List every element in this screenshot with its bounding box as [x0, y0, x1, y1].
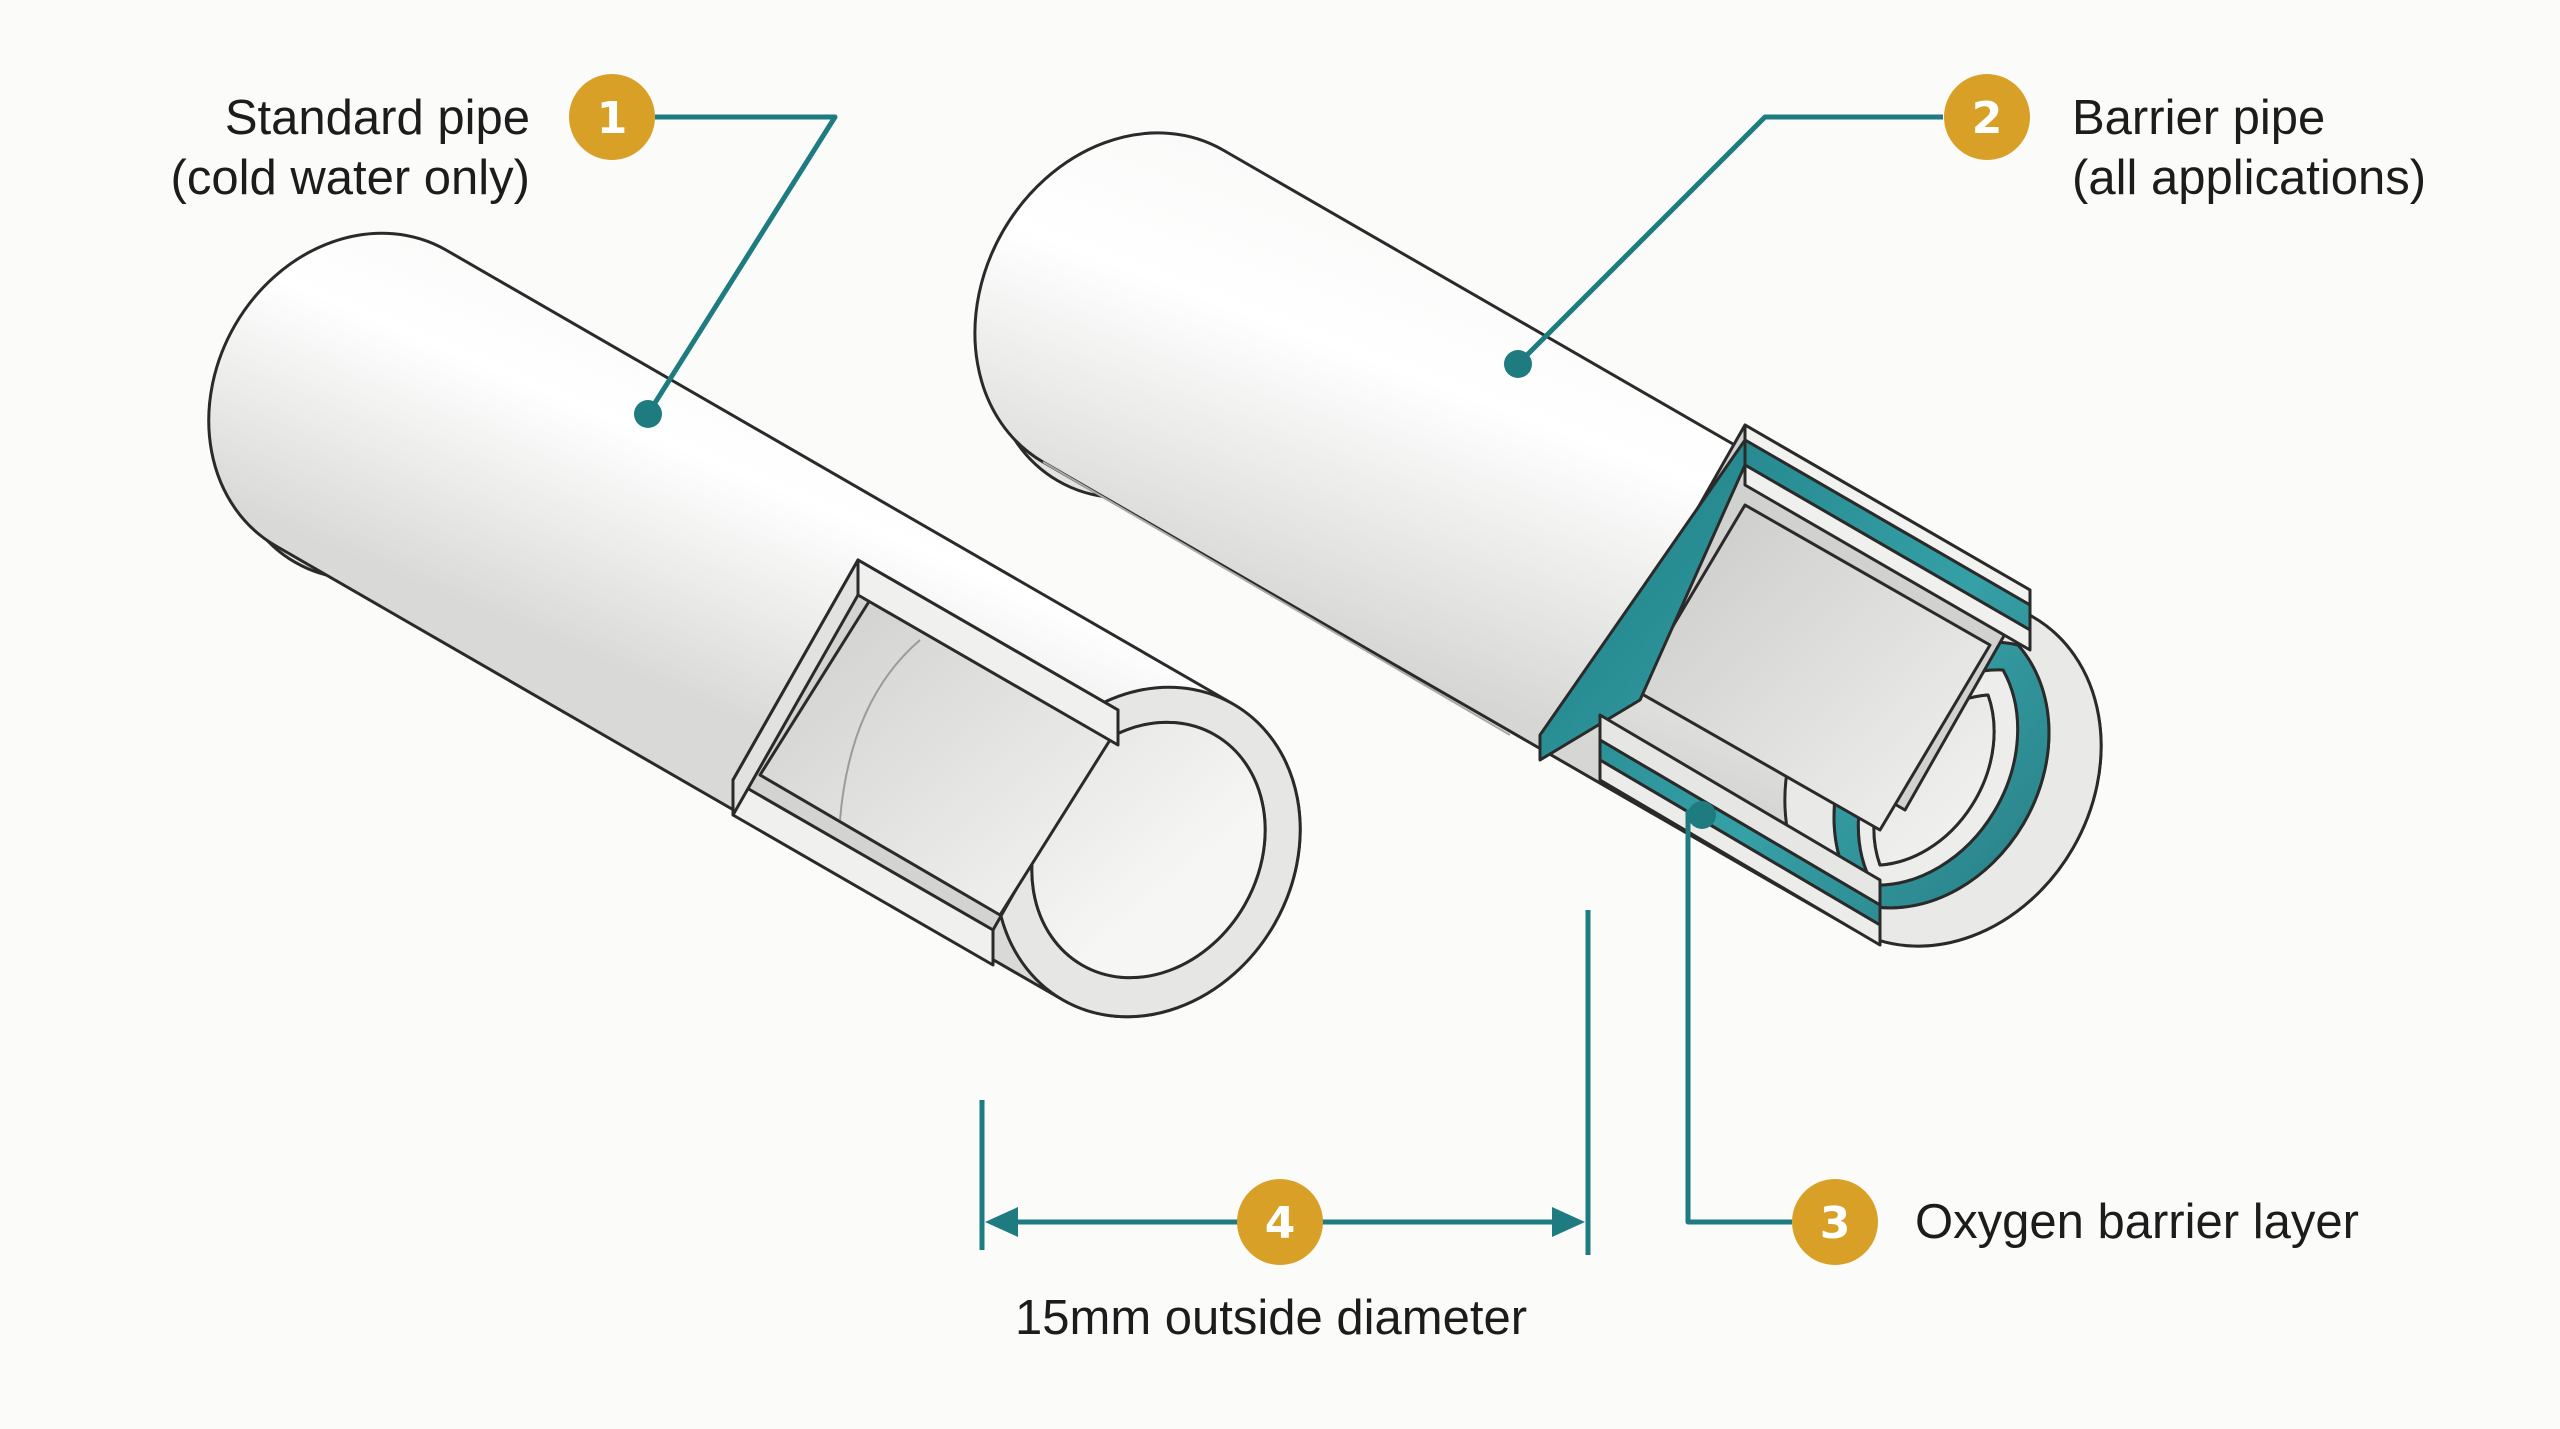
label-standard-pipe-line2: (cold water only): [170, 151, 530, 205]
marker-2-number: 2: [1972, 93, 2003, 144]
dimension-arrowheads: [985, 1207, 1585, 1237]
leader-line-2: [1516, 114, 1943, 366]
label-barrier-pipe-line1: Barrier pipe: [2072, 91, 2326, 145]
label-standard-pipe: Standard pipe (cold water only): [171, 88, 530, 208]
leader-endpoints: [634, 350, 1716, 829]
leader-dot-3: [1688, 801, 1716, 829]
marker-1: 1: [569, 74, 655, 160]
marker-4-number: 4: [1265, 1198, 1296, 1249]
marker-3: 3: [1792, 1179, 1878, 1265]
standard-pipe-shape: [207, 231, 1302, 1019]
marker-1-number: 1: [597, 93, 628, 144]
label-standard-pipe-line1: Standard pipe: [224, 91, 530, 145]
marker-3-number: 3: [1820, 1198, 1851, 1249]
leader-dot-2: [1504, 350, 1532, 378]
label-barrier-pipe: Barrier pipe (all applications): [2072, 88, 2426, 208]
leader-line-1: [645, 114, 838, 416]
label-outside-diameter: 15mm outside diameter: [1015, 1291, 1528, 1345]
arrowhead-right: [1552, 1207, 1585, 1237]
marker-2: 2: [1944, 74, 2030, 160]
label-oxygen-barrier-layer: Oxygen barrier layer: [1915, 1195, 2359, 1249]
label-barrier-pipe-line2: (all applications): [2072, 151, 2427, 205]
arrowhead-left: [985, 1207, 1018, 1237]
leader-dot-1: [634, 400, 662, 428]
barrier-pipe-shape: [973, 131, 2103, 948]
marker-4: 4: [1237, 1179, 1323, 1265]
